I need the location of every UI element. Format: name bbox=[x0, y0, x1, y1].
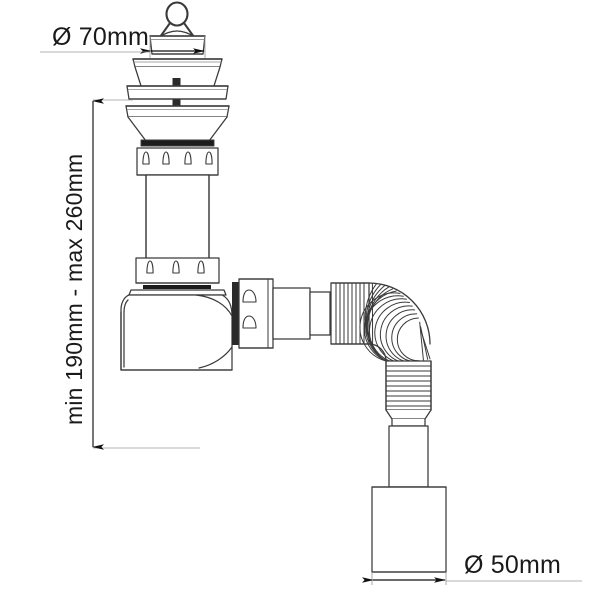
lower-ribbed-nut bbox=[135, 257, 220, 289]
dimension-top-diameter: Ø 70mm bbox=[40, 23, 206, 58]
dimension-height-range: min 190mm - max 260mm bbox=[61, 98, 200, 450]
plug-stem bbox=[172, 78, 181, 124]
flexible-hose bbox=[330, 282, 432, 427]
upper-ribbed-nut bbox=[136, 147, 219, 176]
side-outlet-nut bbox=[232, 278, 274, 349]
trap-body bbox=[120, 289, 233, 371]
outlet-diameter-label: Ø 50mm bbox=[464, 551, 561, 579]
telescopic-tube bbox=[145, 174, 210, 263]
side-outlet-pipe bbox=[272, 287, 331, 340]
height-range-label: min 190mm - max 260mm bbox=[61, 154, 87, 425]
top-diameter-label: Ø 70mm bbox=[52, 23, 149, 51]
dimension-outlet-diameter: Ø 50mm bbox=[362, 551, 582, 585]
strainer-body bbox=[125, 105, 230, 142]
outlet-pipe bbox=[371, 425, 447, 573]
strainer-gasket bbox=[140, 139, 215, 147]
plug-ring-handle bbox=[159, 1, 195, 38]
sealing-washer bbox=[126, 85, 229, 100]
